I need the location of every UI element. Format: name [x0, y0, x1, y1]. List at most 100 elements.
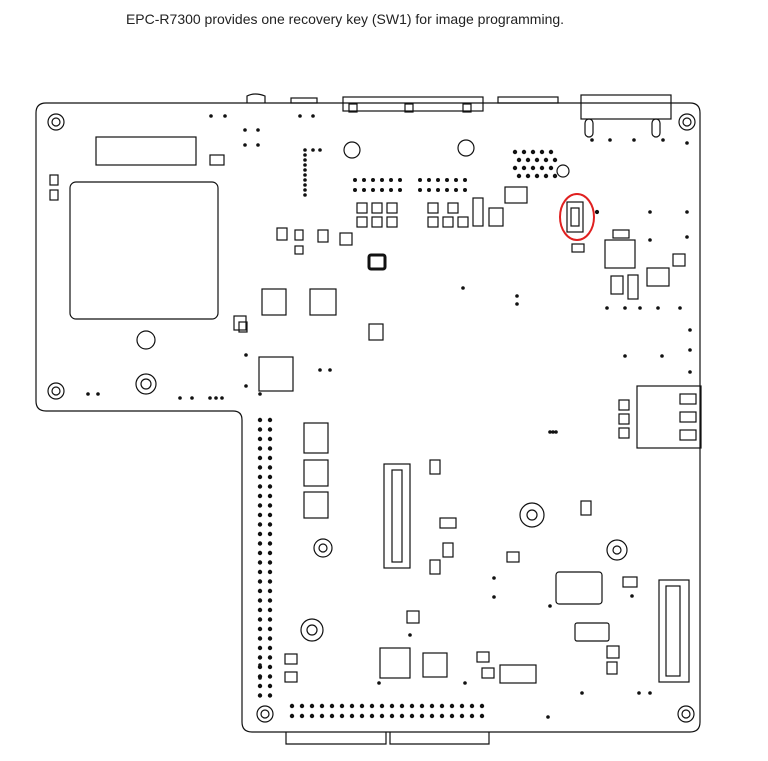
pin	[479, 703, 485, 709]
pin	[257, 446, 263, 451]
pin	[267, 617, 273, 622]
pin	[267, 607, 273, 613]
ic-chips	[233, 186, 686, 684]
pin	[257, 522, 263, 527]
pad-arrays	[276, 202, 469, 243]
pin	[630, 594, 634, 598]
pin	[436, 178, 440, 182]
pin	[459, 703, 465, 709]
pin	[552, 157, 558, 163]
pin	[267, 493, 273, 499]
pin	[303, 163, 307, 167]
pin	[449, 703, 455, 709]
pin	[257, 636, 263, 641]
pin	[463, 681, 467, 685]
pin	[299, 703, 305, 709]
pin	[445, 188, 449, 192]
pin	[439, 703, 445, 709]
pin	[258, 392, 262, 396]
pin	[469, 713, 475, 719]
pin	[623, 354, 627, 358]
pin	[267, 446, 273, 451]
pin	[267, 645, 273, 651]
pin	[427, 178, 431, 182]
pin	[303, 188, 307, 192]
pin	[551, 430, 555, 434]
right-connector	[658, 579, 690, 683]
pin	[463, 188, 467, 192]
pin	[267, 436, 273, 442]
pin	[685, 141, 689, 145]
pin	[389, 188, 393, 192]
pin	[257, 588, 263, 594]
pin	[580, 691, 584, 695]
pin	[548, 430, 552, 434]
pin	[319, 703, 325, 709]
pin	[311, 148, 315, 152]
pin	[309, 703, 315, 709]
pin	[257, 579, 263, 584]
pin	[298, 114, 302, 118]
figure-caption: EPC-R7300 provides one recovery key (SW1…	[125, 11, 565, 27]
pin	[530, 149, 536, 155]
pin	[267, 455, 273, 461]
pin	[257, 493, 263, 499]
pin	[267, 655, 273, 660]
pin	[454, 188, 458, 192]
pin	[661, 138, 665, 142]
pin	[214, 396, 218, 400]
m2-connector	[383, 463, 411, 569]
pin	[267, 503, 273, 508]
pin	[516, 157, 522, 163]
standoffs	[135, 139, 628, 642]
pin	[515, 294, 519, 298]
pin	[257, 465, 263, 470]
pin	[244, 353, 248, 357]
pin	[243, 143, 247, 147]
pin	[267, 417, 273, 423]
pin	[377, 681, 381, 685]
pin	[548, 149, 554, 155]
pin	[299, 713, 305, 719]
pin	[289, 703, 295, 709]
pin	[190, 396, 194, 400]
pin	[267, 693, 273, 698]
recovery-key-highlight	[559, 193, 595, 241]
top-left-connector	[95, 136, 197, 166]
pin	[463, 178, 467, 182]
pin	[461, 286, 465, 290]
pin	[399, 713, 405, 719]
pin	[469, 703, 475, 709]
pin	[258, 663, 262, 667]
left-pin-header	[257, 417, 273, 698]
pin	[289, 713, 295, 719]
pin	[257, 474, 263, 480]
pin	[685, 235, 689, 239]
pin	[623, 306, 627, 310]
pin	[257, 626, 263, 632]
pin	[534, 157, 540, 163]
pin	[427, 188, 431, 192]
top-pin-grid	[303, 148, 558, 197]
pin	[257, 598, 263, 603]
pin	[548, 604, 552, 608]
pin	[685, 210, 689, 214]
pin	[660, 354, 664, 358]
pin	[371, 188, 375, 192]
pin	[429, 703, 435, 709]
pin	[86, 392, 90, 396]
pin	[525, 157, 531, 163]
pin	[554, 430, 558, 434]
pin	[371, 178, 375, 182]
pin	[244, 384, 248, 388]
pin	[267, 512, 273, 518]
pin	[257, 607, 263, 613]
pin	[319, 713, 325, 719]
pin	[267, 579, 273, 584]
pin	[256, 128, 260, 132]
pin	[445, 178, 449, 182]
pin	[362, 188, 366, 192]
pin	[359, 703, 365, 709]
pin	[257, 417, 263, 423]
pin	[257, 455, 263, 461]
